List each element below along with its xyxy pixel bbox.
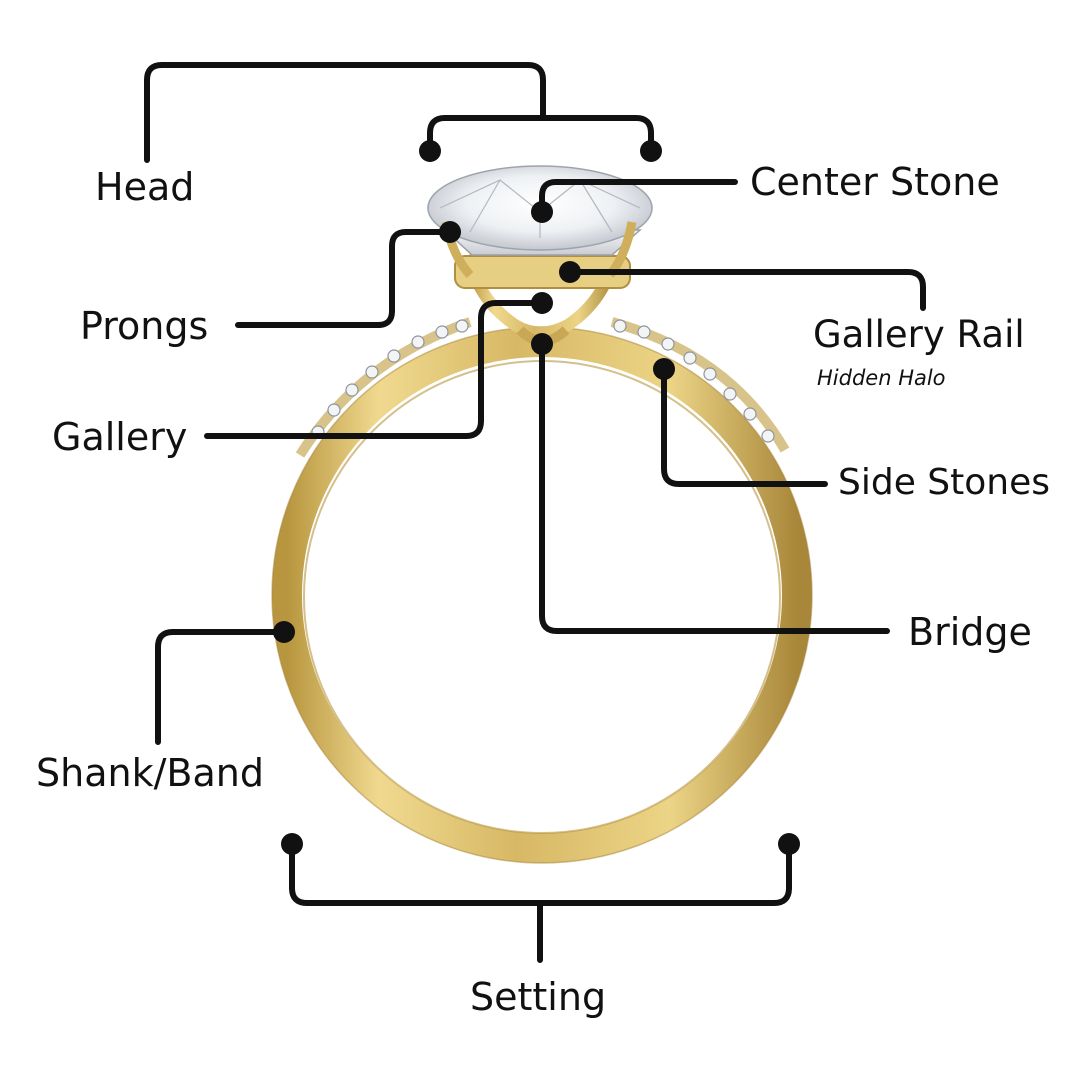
side-stone bbox=[455, 319, 469, 333]
prongs-leader-line bbox=[235, 229, 453, 328]
label-bridge: Bridge bbox=[908, 610, 1032, 654]
gallery-basket bbox=[462, 253, 621, 339]
label-gallery-rail: Gallery Rail bbox=[813, 313, 1025, 356]
shank-dot bbox=[273, 621, 295, 643]
label-shank-band: Shank/Band bbox=[36, 751, 264, 795]
side-stone bbox=[613, 319, 627, 333]
head-inner-bracket-line bbox=[427, 115, 654, 154]
head-right-dot bbox=[640, 140, 662, 162]
side-stone bbox=[365, 365, 379, 379]
bridge-dot bbox=[531, 333, 553, 355]
label-head: Head bbox=[95, 165, 195, 209]
bridge-leader-line bbox=[539, 341, 890, 634]
side-stone bbox=[723, 387, 737, 401]
gallery-leader-line bbox=[204, 300, 545, 439]
side-stone bbox=[761, 429, 775, 443]
setting-left-dot bbox=[281, 833, 303, 855]
side-stone bbox=[637, 325, 651, 339]
side-stone bbox=[683, 351, 697, 365]
head-bracket-line bbox=[144, 62, 546, 163]
gallery-rail-dot bbox=[559, 261, 581, 283]
side-stone bbox=[435, 325, 449, 339]
label-setting: Setting bbox=[470, 975, 607, 1019]
label-side-stones: Side Stones bbox=[838, 462, 1051, 503]
head-left-dot bbox=[419, 140, 441, 162]
center-stone-leader-line bbox=[539, 179, 738, 215]
side-stone bbox=[411, 335, 425, 349]
label-gallery: Gallery bbox=[52, 415, 188, 459]
shank-leader-line bbox=[155, 629, 287, 745]
side-stone bbox=[661, 337, 675, 351]
label-center-stone: Center Stone bbox=[750, 160, 1000, 204]
setting-bracket-line bbox=[289, 841, 792, 963]
gallery-dot bbox=[531, 292, 553, 314]
gallery-rail-leader-line bbox=[567, 269, 926, 311]
setting-right-dot bbox=[778, 833, 800, 855]
side-stone bbox=[743, 407, 757, 421]
side-stone bbox=[345, 383, 359, 397]
side-stone bbox=[387, 349, 401, 363]
side-stone bbox=[703, 367, 717, 381]
label-hidden-halo: Hidden Halo bbox=[817, 366, 946, 390]
side-stones-dot bbox=[653, 358, 675, 380]
side-stone bbox=[327, 403, 341, 417]
center-stone-dot bbox=[531, 201, 553, 223]
prongs-dot bbox=[439, 221, 461, 243]
label-prongs: Prongs bbox=[80, 304, 209, 348]
side-stones-leader-line bbox=[661, 366, 828, 487]
